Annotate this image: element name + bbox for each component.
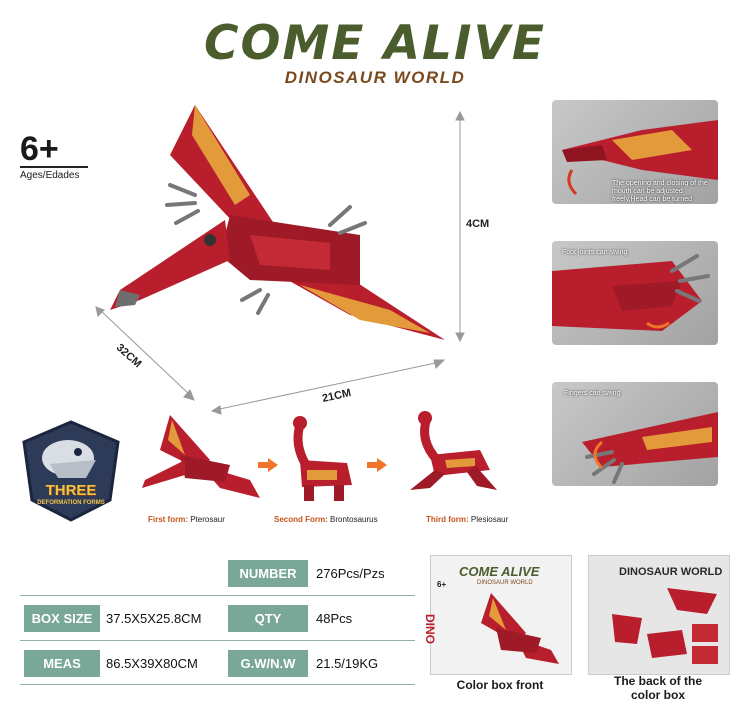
box-front-side: DINO <box>423 614 437 644</box>
gw-nw-value: 21.5/19KG <box>316 656 379 671</box>
spec-divider <box>20 684 415 685</box>
dinosaur-head-icon <box>22 420 120 522</box>
box-size-value: 37.5X5X25.8CM <box>106 611 202 626</box>
form-brontosaurus-image <box>293 416 352 501</box>
height-dimension: 4CM <box>466 218 490 230</box>
box-front-title: COME ALIVE <box>459 564 540 579</box>
form-caption-second: Second Form: Brontosaurus <box>274 515 378 524</box>
color-box-front-image: COME ALIVE DINOSAUR WORLD 6+ DINO <box>423 555 572 675</box>
meas-label: MEAS <box>24 650 100 677</box>
form-key: First form: <box>148 515 188 524</box>
box-front-age: 6+ <box>437 580 447 589</box>
number-value: 276Pcs/Pzs <box>316 566 385 581</box>
badge-subtitle: DEFORMATION FORMS <box>37 500 105 506</box>
form-name: Plesiosaur <box>470 515 509 524</box>
spec-divider <box>20 595 415 596</box>
detail-caption-foot: Foot joints can swing <box>562 249 628 256</box>
color-box-back-image: DINOSAUR WORLD <box>588 555 730 675</box>
meas-value: 86.5X39X80CM <box>106 656 198 671</box>
form-caption-third: Third form: Plesiosaur <box>426 515 508 524</box>
box-size-label: BOX SIZE <box>24 605 100 632</box>
three-forms-badge: THREE DEFORMATION FORMS <box>20 420 122 522</box>
form-key: Second Form: <box>274 515 328 524</box>
arrow-right-icon <box>258 458 278 472</box>
box-front-subtitle: DINOSAUR WORLD <box>477 580 533 586</box>
age-rating: 6+ <box>20 130 59 168</box>
detail-panel-mouth: The opening and closing of the mouth can… <box>552 100 718 204</box>
color-box-front-caption: Color box front <box>456 678 544 692</box>
color-box-back-caption-line1: The back of the <box>613 674 702 688</box>
detail-caption-mouth: The opening and closing of the mouth can… <box>612 180 708 203</box>
spec-divider <box>20 640 415 641</box>
form-name: Brontosaurus <box>330 515 378 524</box>
age-divider <box>20 166 88 168</box>
page-title: COME ALIVE <box>204 16 546 71</box>
form-plesiosaur-image <box>410 411 497 490</box>
gw-nw-label: G.W/N.W <box>228 650 308 677</box>
qty-label: QTY <box>228 605 308 632</box>
pterosaur-model-image <box>110 105 445 340</box>
number-label: NUMBER <box>228 560 308 587</box>
detail-panel-foot: Foot joints can swing <box>552 241 718 345</box>
arrow-right-icon <box>367 458 387 472</box>
color-box-back-caption-line2: color box <box>630 688 685 702</box>
form-pterosaur-image <box>142 415 260 498</box>
page-subtitle: DINOSAUR WORLD <box>284 68 466 87</box>
detail-panel-fingers: Fingers can swing <box>552 382 718 486</box>
box-back-title: DINOSAUR WORLD <box>619 566 723 578</box>
form-name: Pterosaur <box>190 515 225 524</box>
dimension-lines <box>95 110 465 415</box>
detail-caption-fingers: Fingers can swing <box>564 390 621 397</box>
badge-title: THREE <box>45 482 97 499</box>
age-label: Ages/Edades <box>20 170 80 181</box>
box-front-dino-image <box>481 593 559 664</box>
box-back-forms-image <box>612 588 718 664</box>
form-key: Third form: <box>426 515 469 524</box>
form-caption-first: First form: Pterosaur <box>148 515 225 524</box>
qty-value: 48Pcs <box>316 611 353 626</box>
